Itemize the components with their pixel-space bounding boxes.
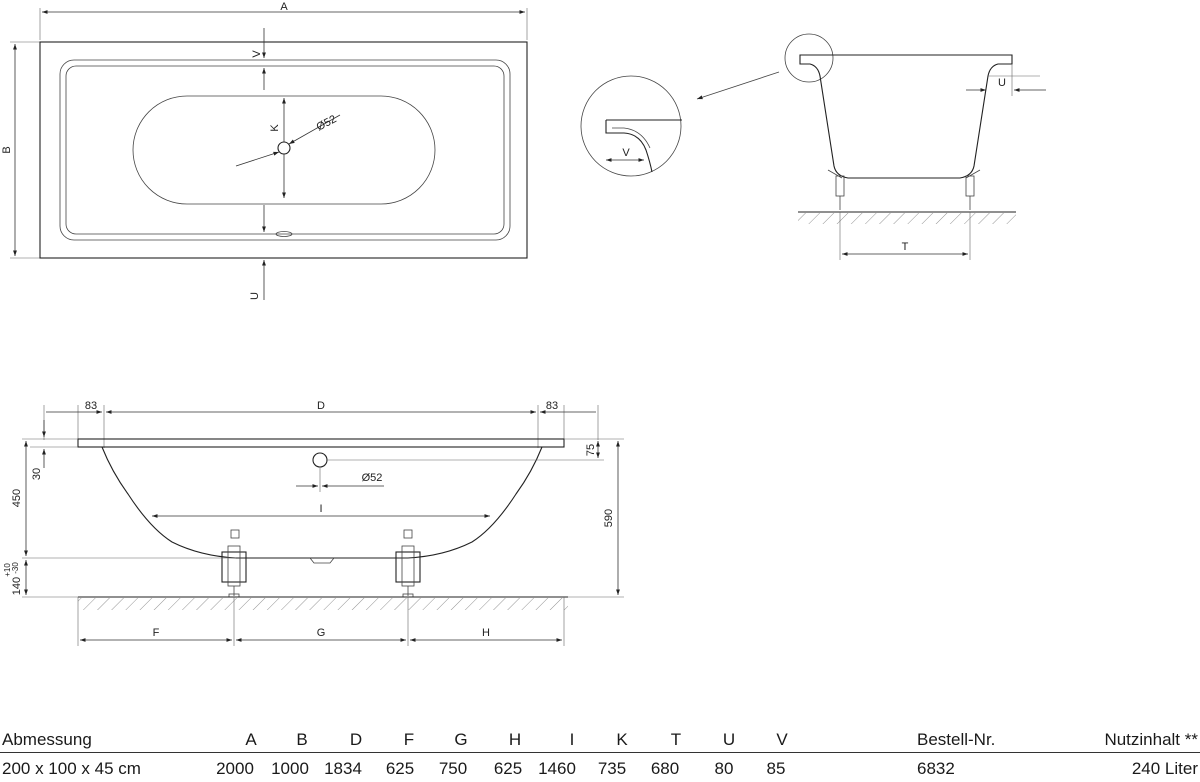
label-450: 450 — [11, 489, 23, 507]
label-diameter-top: Ø52 — [315, 113, 339, 133]
side-foot-left — [221, 529, 247, 598]
table-divider — [0, 752, 1200, 753]
label-30: 30 — [31, 468, 43, 480]
tub-rim-outline — [39, 41, 528, 259]
header-t: T — [670, 730, 682, 749]
dimension-t: T — [839, 212, 971, 260]
drain-circle — [277, 141, 291, 155]
detail-rim-inner — [612, 127, 651, 149]
cell-a: 2000 — [216, 759, 254, 778]
label-i: I — [319, 503, 322, 515]
detail-circle — [580, 75, 682, 177]
side-foot-right — [395, 529, 421, 598]
label-b: B — [1, 146, 13, 153]
header-g: G — [454, 730, 468, 749]
header-capacity: Nutzinhalt ** — [1104, 730, 1198, 749]
cell-v: 85 — [766, 759, 786, 778]
header-d: D — [349, 730, 363, 749]
diameter-leader-top: Ø52 — [235, 113, 341, 167]
dimension-i: I — [152, 503, 490, 518]
label-g: G — [317, 627, 326, 639]
top-view: A B V K — [1, 1, 528, 300]
header-k: K — [616, 730, 628, 749]
detail-pointer — [696, 71, 780, 100]
specification-table: Abmessung A B D F G H I K T U V Bestell-… — [0, 724, 1200, 782]
technical-drawing: A B V K — [1, 1, 1046, 646]
header-i: I — [569, 730, 575, 749]
dimension-a: A — [39, 1, 528, 40]
diameter-leader-side: Ø52 — [296, 467, 384, 492]
cell-b: 1000 — [271, 759, 309, 778]
label-u-section: U — [998, 77, 1006, 89]
side-overflow-circle — [312, 452, 328, 468]
cell-d: 1834 — [324, 759, 362, 778]
header-a: A — [245, 730, 257, 749]
cell-order-no: 6832 — [917, 759, 955, 778]
cross-section-skirt — [827, 169, 981, 179]
dimension-v: V — [251, 28, 266, 90]
cross-section-view: T U — [784, 33, 1046, 260]
tub-inner-rim — [59, 59, 511, 241]
side-drain-outlet — [309, 557, 335, 564]
header-u: U — [722, 730, 736, 749]
label-k: K — [269, 124, 281, 132]
label-83-left: 83 — [85, 400, 97, 412]
cell-f: 625 — [385, 759, 415, 778]
label-diameter-side: Ø52 — [362, 472, 383, 484]
tub-basin-edge — [65, 65, 505, 235]
label-v-detail: V — [622, 147, 630, 159]
header-f: F — [403, 730, 415, 749]
dimension-d-row: 83 D 83 — [43, 400, 599, 448]
header-v: V — [776, 730, 788, 749]
cell-i: 1460 — [538, 759, 576, 778]
header-dimension: Abmessung — [2, 730, 92, 749]
label-83-right: 83 — [546, 400, 558, 412]
header-b: B — [296, 730, 308, 749]
cell-k: 735 — [597, 759, 627, 778]
dimension-heights-right: 75 590 — [326, 438, 624, 598]
side-floor-hatch — [78, 598, 568, 610]
side-rim — [77, 438, 565, 448]
detail-view: V — [580, 71, 780, 177]
label-t: T — [902, 241, 909, 253]
dimension-b: B — [1, 41, 40, 259]
table-row: 200 x 100 x 45 cm 2000 1000 1834 625 750… — [0, 755, 1200, 781]
label-tol-minus: -30 — [11, 562, 20, 574]
dimension-u-top: U — [249, 205, 266, 300]
label-u-top: U — [249, 292, 261, 300]
label-140: 140 — [11, 577, 23, 595]
side-view: 83 D 83 Ø52 I — [3, 400, 624, 646]
overflow-opening — [275, 231, 293, 237]
tub-floor-oval — [132, 95, 436, 205]
label-tol-plus: +10 — [3, 563, 12, 577]
label-a: A — [280, 1, 288, 13]
label-v: V — [251, 50, 263, 58]
label-f: F — [153, 627, 160, 639]
dimension-heights-left: 30 450 140 +10 -30 — [3, 420, 236, 598]
cell-capacity: 240 Liter — [1131, 759, 1198, 778]
table-header-row: Abmessung A B D F G H I K T U V Bestell-… — [0, 726, 1200, 752]
cell-h: 625 — [493, 759, 523, 778]
dimension-k: K — [269, 98, 286, 198]
label-75: 75 — [585, 444, 597, 456]
cell-t: 680 — [650, 759, 680, 778]
cell-u: 80 — [714, 759, 734, 778]
label-h: H — [482, 627, 490, 639]
header-h: H — [508, 730, 522, 749]
dimension-v-detail: V — [606, 147, 644, 162]
header-order-no: Bestell-Nr. — [917, 730, 996, 749]
dimension-fgh: F G H — [77, 597, 565, 646]
detail-rim-profile — [605, 120, 653, 173]
label-d: D — [317, 400, 325, 412]
detail-marker-circle — [784, 33, 834, 83]
cross-section-feet — [835, 175, 975, 210]
label-590: 590 — [603, 509, 615, 527]
cross-section-floor-hatch — [798, 213, 1016, 224]
tub-cross-section — [799, 54, 1013, 179]
cell-g: 750 — [438, 759, 468, 778]
cell-dimension: 200 x 100 x 45 cm — [2, 759, 141, 778]
dimension-u-section: U — [966, 64, 1046, 96]
side-tub-profile — [101, 446, 543, 559]
